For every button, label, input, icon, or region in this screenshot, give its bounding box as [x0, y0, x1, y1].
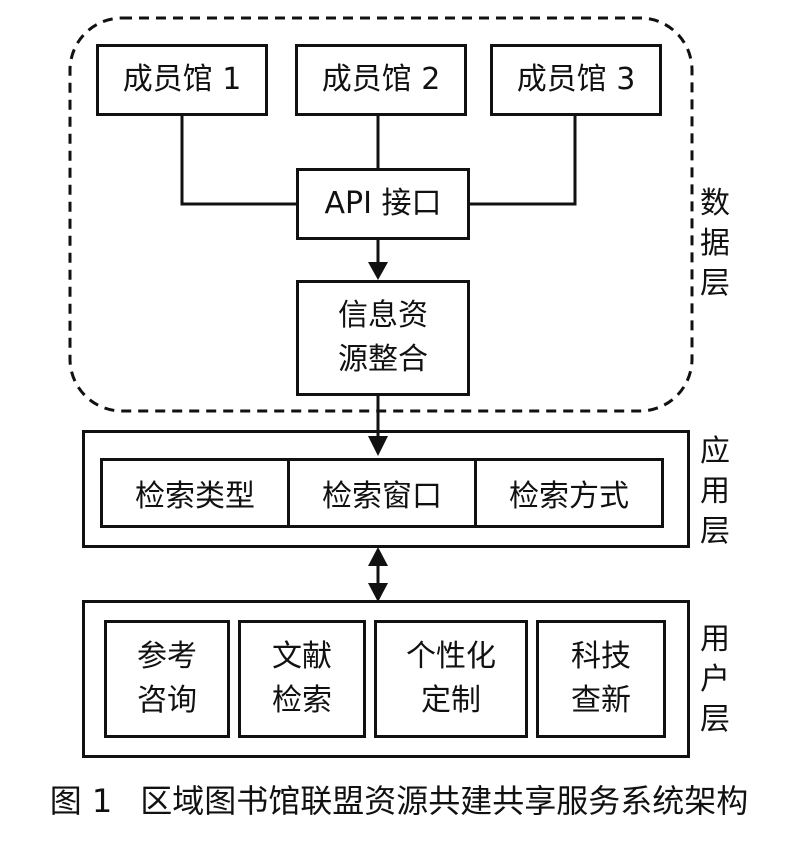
figure-caption: 图 1 区域图书馆联盟资源共建共享服务系统架构	[0, 776, 798, 822]
member-library-3-label: 成员馆 3	[516, 62, 636, 97]
member-library-3: 成员馆 3	[490, 44, 662, 116]
retrieval-method-cell: 检索方式	[474, 461, 661, 525]
app-layer-row: 检索类型 检索窗口 检索方式	[100, 458, 664, 528]
member-library-1: 成员馆 1	[96, 44, 268, 116]
literature-retrieval-line-2: 检索	[272, 683, 332, 718]
literature-retrieval-box: 文献 检索	[238, 620, 366, 738]
member-library-2-label: 成员馆 2	[321, 62, 441, 97]
member-3-connector	[470, 116, 577, 206]
integration-to-app-arrowhead	[368, 436, 388, 456]
app-layer-frame	[82, 430, 690, 548]
literature-retrieval-line-1: 文献	[272, 639, 332, 674]
figure-title: 区域图书馆联盟资源共建共享服务系统架构	[140, 782, 749, 820]
data-layer-label: 数 据 层	[700, 186, 730, 301]
data-layer-boundary	[68, 16, 694, 413]
member-library-1-label: 成员馆 1	[122, 62, 242, 97]
api-to-integration-arrowhead	[368, 262, 388, 280]
personalized-customization-line-1: 个性化	[406, 639, 496, 674]
app-user-arrowhead-down	[368, 583, 388, 602]
resource-integration-box: 信息资 源整合	[296, 280, 470, 396]
figure-number: 图 1	[49, 782, 113, 820]
user-layer-label: 用 户 层	[700, 622, 730, 737]
resource-integration-line-2: 源整合	[338, 342, 428, 377]
reference-consultation-box: 参考 咨询	[104, 620, 230, 738]
novelty-search-line-1: 科技	[571, 639, 631, 674]
member-library-2: 成员馆 2	[295, 44, 467, 116]
member-1-connector	[180, 116, 296, 206]
personalized-customization-line-2: 定制	[421, 683, 481, 718]
api-interface-label: API 接口	[324, 186, 442, 221]
retrieval-window-cell: 检索窗口	[287, 461, 474, 525]
personalized-customization-box: 个性化 定制	[374, 620, 528, 738]
novelty-search-box: 科技 查新	[536, 620, 666, 738]
reference-consultation-line-2: 咨询	[137, 683, 197, 718]
novelty-search-line-2: 查新	[571, 683, 631, 718]
app-user-arrowhead-up	[368, 547, 388, 566]
reference-consultation-line-1: 参考	[137, 639, 197, 674]
retrieval-type-cell: 检索类型	[135, 479, 255, 514]
resource-integration-line-1: 信息资	[338, 298, 428, 333]
api-interface-box: API 接口	[296, 168, 470, 240]
app-layer-label: 应 用 层	[700, 434, 730, 549]
user-layer-frame	[82, 600, 690, 758]
